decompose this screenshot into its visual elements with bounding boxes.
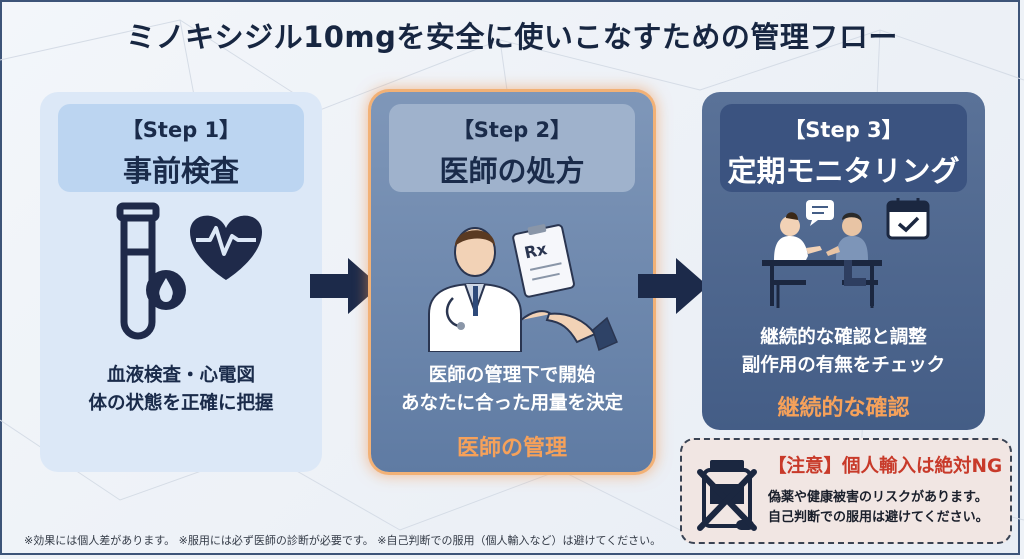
step-3-header: 【Step 3】 定期モニタリング (720, 104, 967, 192)
step-2-name: 医師の処方 (439, 154, 585, 188)
step-1-header: 【Step 1】 事前検査 (58, 104, 304, 192)
warning-title: 【注意】個人輸入は絶対NG (768, 456, 1003, 477)
step-3-description: 継続的な確認と調整 副作用の有無をチェック (702, 324, 985, 380)
warning-line: 偽薬や健康被害のリスクがあります。 (768, 490, 988, 505)
consultation-calendar-icon (762, 198, 930, 308)
step-3-card: 【Step 3】 定期モニタリング 継続的な確認と調整 (702, 92, 985, 430)
doctor-prescription-icon: Rx (428, 224, 618, 352)
no-pills-icon (697, 460, 757, 531)
step-2-desc-line: 医師の管理下で開始 (428, 365, 596, 386)
step-3-desc-line: 副作用の有無をチェック (741, 355, 946, 376)
step-3-highlight: 継続的な確認 (777, 396, 910, 421)
step-1-desc-line: 血液検査・心電図 (106, 365, 255, 386)
step-2-description: 医師の管理下で開始 あなたに合った用量を決定 (371, 362, 653, 418)
step-2-label: 【Step 2】 (452, 118, 572, 142)
step-1-card: 【Step 1】 事前検査 血液検査・心電図 体の状態を正確に把握 (40, 92, 322, 472)
svg-text:Rx: Rx (523, 239, 550, 262)
step-3-name: 定期モニタリング (727, 154, 960, 188)
step-2-highlight: 医師の管理 (456, 436, 567, 461)
step-2-desc-line: あなたに合った用量を決定 (400, 393, 623, 414)
page-title: ミノキシジル10mgを安全に使いこなすための管理フロー (126, 20, 898, 54)
footnote: ※効果には個人差があります。 ※服用には必ず医師の診断が必要です。 ※自己判断で… (24, 534, 662, 547)
test-tube-heart-icon (116, 202, 262, 340)
step-3-label: 【Step 3】 (784, 118, 903, 142)
arrow-right-icon (310, 258, 380, 314)
step-1-description: 血液検査・心電図 体の状態を正確に把握 (40, 362, 322, 418)
arrow-right-icon (638, 258, 708, 314)
step-1-label: 【Step 1】 (121, 118, 241, 142)
warning-text: 偽薬や健康被害のリスクがあります。 自己判断での服用は避けてください。 (768, 488, 989, 528)
step-3-desc-line: 継続的な確認と調整 (760, 327, 927, 348)
step-1-name: 事前検査 (122, 154, 239, 188)
step-1-desc-line: 体の状態を正確に把握 (88, 393, 274, 414)
step-2-card: 【Step 2】 医師の処方 Rx 医師の管理下で開始 あなたに合った用量を決定… (371, 92, 653, 472)
step-2-header: 【Step 2】 医師の処方 (389, 104, 635, 192)
warning-box: 【注意】個人輸入は絶対NG 偽薬や健康被害のリスクがあります。 自己判断での服用… (680, 438, 1012, 544)
warning-line: 自己判断での服用は避けてください。 (768, 510, 989, 525)
